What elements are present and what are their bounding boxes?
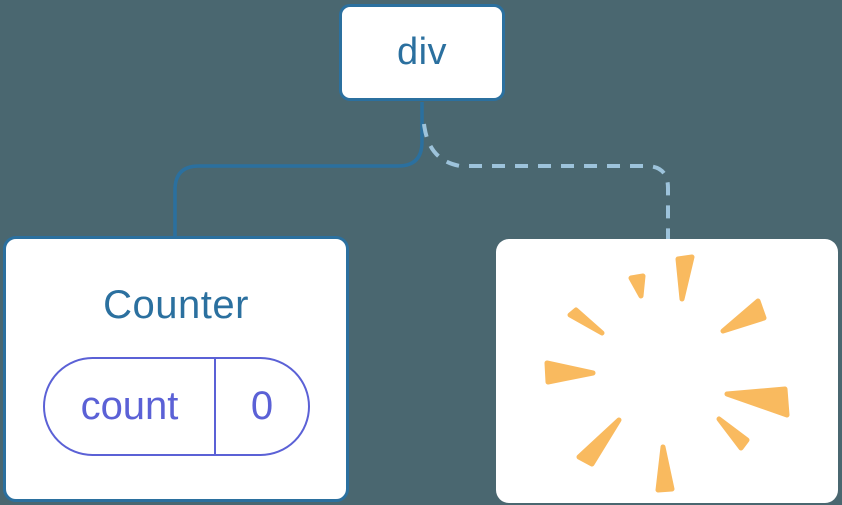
state-value-label: 0 (250, 384, 274, 428)
edge-div-to-counter (173, 102, 424, 237)
tree-node-div: div (339, 4, 505, 101)
tree-node-removed-child (496, 239, 838, 503)
edge-div-to-removed-child (422, 123, 670, 240)
state-value-cell: 0 (216, 359, 308, 454)
state-key-cell: count (45, 359, 216, 454)
tree-node-counter: Counter count 0 (3, 236, 349, 502)
poof-starburst-icon (544, 254, 790, 493)
div-node-label: div (396, 31, 448, 73)
state-pill: count 0 (43, 357, 310, 456)
state-key-label: count (80, 384, 179, 428)
counter-node-title: Counter (103, 283, 249, 327)
